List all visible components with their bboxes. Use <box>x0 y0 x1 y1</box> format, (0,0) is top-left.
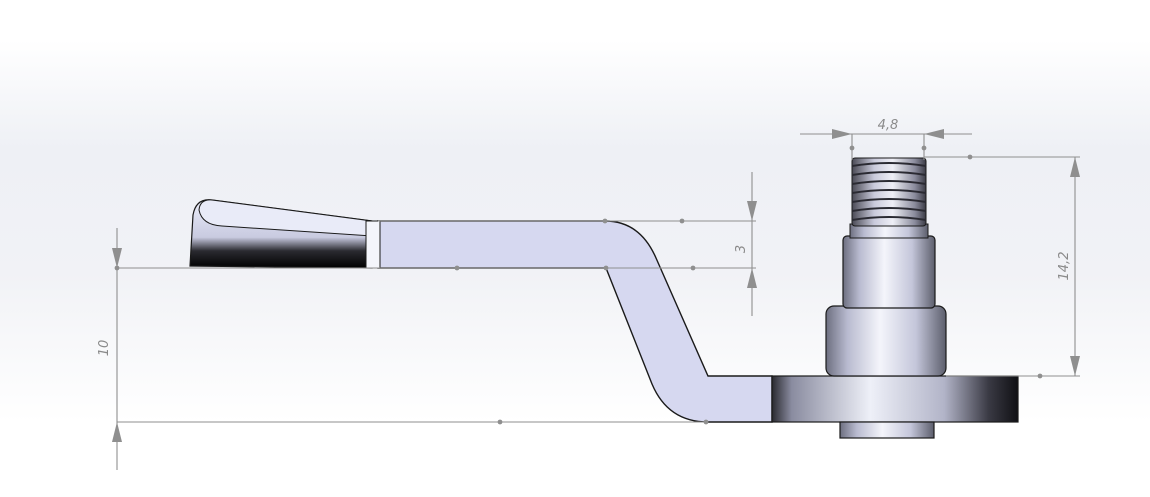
dimension-offset-height: 10 <box>97 340 112 357</box>
dimension-arrows <box>112 129 1080 442</box>
bent-strip <box>377 220 773 423</box>
pin-collar <box>825 305 947 377</box>
dimension-dots <box>114 145 1043 425</box>
flange-boss <box>839 421 935 439</box>
curled-tip <box>189 199 381 269</box>
dimension-pin-height: 14,2 <box>1057 252 1072 281</box>
tip-edge <box>365 220 381 269</box>
tip-top-face <box>198 199 373 237</box>
dimension-tab-thickness: 3 <box>734 245 749 253</box>
pin-shaft <box>842 235 936 309</box>
strip-body <box>377 220 773 423</box>
flange-disk <box>771 375 1019 423</box>
dimension-thread-diameter: 4,8 <box>878 118 899 133</box>
pin-stud <box>825 157 947 377</box>
thread-grooves <box>851 162 927 221</box>
base-flange <box>771 375 1019 439</box>
